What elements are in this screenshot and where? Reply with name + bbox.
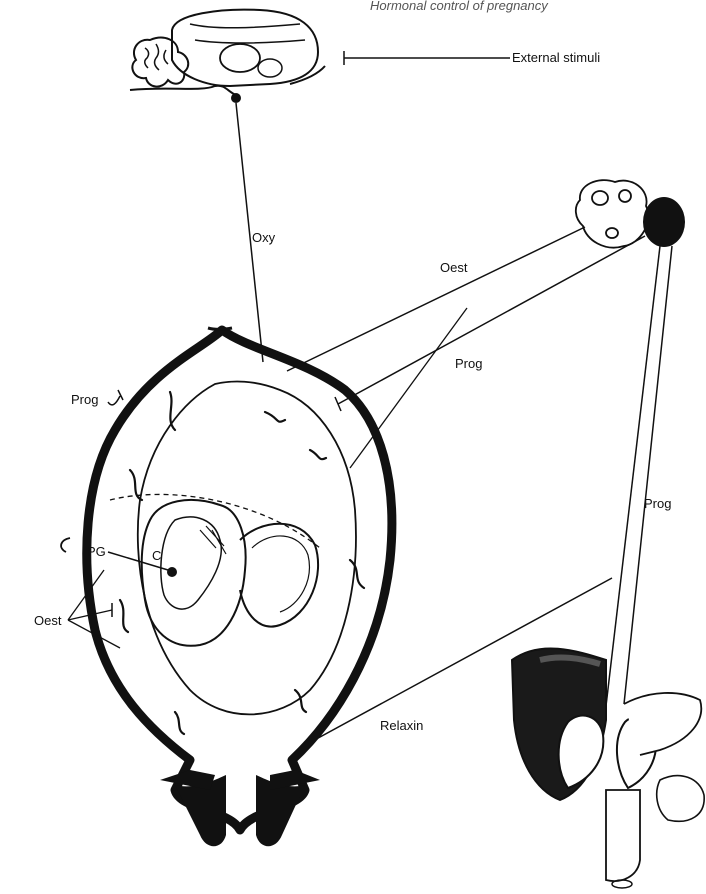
prog-long-line-right	[624, 246, 672, 704]
corpus-luteum-icon	[643, 197, 685, 247]
c-label: C	[152, 548, 161, 563]
relaxin-label: Relaxin	[380, 718, 423, 733]
oest-left-label: Oest	[34, 613, 62, 628]
c-dot-icon	[167, 567, 177, 577]
pg-label: PG	[87, 544, 106, 559]
progesterone-line	[338, 236, 645, 404]
prog-left-label: Prog	[71, 392, 98, 407]
ovary-illustration	[576, 180, 649, 247]
oest-ovary-label: Oest	[440, 260, 468, 275]
prog-placenta-side-label: Prog	[644, 496, 671, 511]
oest-vessel-hook	[61, 538, 70, 552]
external-stimuli-label: External stimuli	[512, 50, 600, 65]
progesterone-inhibition-bar	[335, 397, 341, 411]
uterus-illustration	[87, 328, 392, 846]
brain-illustration	[130, 10, 325, 95]
prog-long-line-left	[606, 246, 660, 706]
pituitary-gland-icon	[231, 93, 241, 103]
prog-label-ovary-uterus: Prog	[455, 356, 482, 371]
prog-left-hook	[108, 390, 123, 405]
oxy-label: Oxy	[252, 230, 276, 245]
header-text: Hormonal control of pregnancy	[370, 0, 549, 13]
